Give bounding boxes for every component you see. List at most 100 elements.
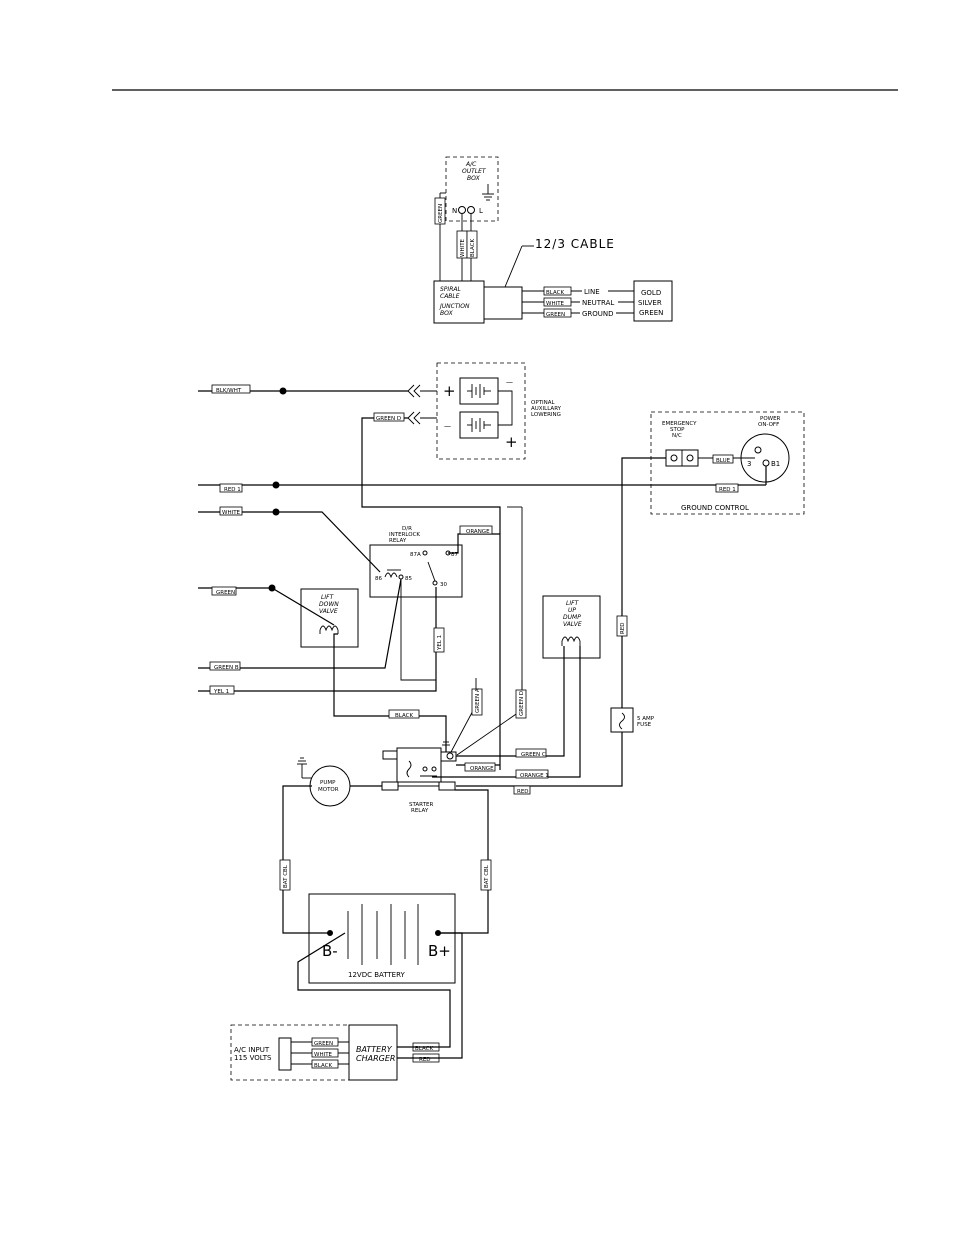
wire-tag-red-vertical: RED — [616, 615, 628, 637]
svg-text:D/R: D/R — [402, 526, 412, 532]
svg-text:ORANGE 1: ORANGE 1 — [520, 773, 549, 779]
wire-tag-red-starter: RED — [513, 785, 531, 795]
svg-text:GREEN A: GREEN A — [475, 688, 481, 713]
svg-text:LIFT: LIFT — [321, 594, 335, 601]
wire-tag-white: WHITE — [219, 506, 243, 516]
svg-text:WHITE: WHITE — [460, 238, 466, 257]
function-neutral: NEUTRAL — [582, 299, 614, 307]
outlet-label-2: OUTLET — [462, 168, 487, 175]
svg-text:POWER: POWER — [760, 416, 781, 422]
svg-text:INTERLOCK: INTERLOCK — [389, 532, 420, 538]
aux-label-1: OPTINAL — [531, 400, 556, 406]
svg-text:RED: RED — [517, 789, 529, 795]
outlet-l: L — [479, 207, 483, 215]
svg-text:WHITE: WHITE — [546, 301, 565, 307]
svg-text:BLACK: BLACK — [314, 1063, 332, 1069]
wire-tag-yel1-left: YEL 1 — [209, 685, 235, 695]
svg-text:DUMP: DUMP — [563, 614, 581, 621]
svg-text:GREEN: GREEN — [639, 309, 663, 317]
wire-tag-white-junction: WHITE — [543, 297, 572, 307]
lift-down-valve: LIFT DOWN VALVE — [300, 588, 359, 648]
svg-text:RED 1: RED 1 — [719, 487, 736, 493]
svg-text:BAT CBL: BAT CBL — [283, 864, 289, 888]
svg-text:A/C INPUT: A/C INPUT — [234, 1046, 270, 1054]
svg-text:N/C: N/C — [672, 433, 682, 439]
wire-white — [198, 511, 381, 573]
color-legend-box: GOLD SILVER GREEN — [633, 280, 673, 322]
svg-text:BLACK: BLACK — [470, 239, 476, 257]
svg-text:YEL 1: YEL 1 — [437, 635, 443, 651]
outlet-label-3: BOX — [467, 175, 481, 182]
wire-tag-red1-left: RED 1 — [219, 483, 243, 493]
function-line: LINE — [584, 288, 600, 296]
fuse-5-amp: 5 AMP FUSE — [610, 707, 655, 733]
spiral-cable-junction-box: SPIRAL CABLE JUNCTION BOX — [433, 280, 523, 324]
wire-tag-black-junction: BLACK — [543, 286, 572, 296]
svg-text:RED: RED — [419, 1057, 431, 1063]
outlet-terminal-l — [467, 206, 475, 214]
svg-text:BATTERY: BATTERY — [356, 1045, 393, 1054]
wire-tag-yel1-vertical: YEL 1 — [433, 627, 445, 653]
svg-text:GREEN C: GREEN C — [521, 752, 546, 758]
svg-text:STOP: STOP — [670, 427, 685, 433]
svg-text:BAT CBL: BAT CBL — [484, 864, 490, 888]
ground-control-box: EMERGENCY STOP N/C POWER ON-OFF 3 B1 GRO… — [650, 411, 805, 515]
svg-text:RELAY: RELAY — [389, 538, 407, 544]
wire-tag-green-junction: GREEN — [543, 308, 572, 318]
svg-text:RELAY: RELAY — [411, 808, 429, 814]
cable-label: 12/3 CABLE — [535, 237, 615, 251]
wire-tag-orange-starter: ORANGE — [464, 762, 496, 772]
svg-text:WHITE: WHITE — [222, 510, 241, 516]
svg-text:GREEN B: GREEN B — [214, 665, 239, 671]
wire-tag-green-c: GREEN C — [515, 748, 547, 758]
svg-text:BLACK: BLACK — [546, 290, 564, 296]
svg-text:YEL 1: YEL 1 — [213, 689, 229, 695]
wire-tag-green-a: GREEN A — [471, 688, 483, 716]
svg-text:ON-OFF: ON-OFF — [758, 422, 779, 428]
svg-text:5 AMP: 5 AMP — [637, 716, 655, 722]
aux-battery-1 — [459, 377, 499, 405]
svg-text:B+: B+ — [428, 942, 451, 960]
svg-text:EMERGENCY: EMERGENCY — [662, 421, 697, 427]
svg-text:B-: B- — [322, 942, 338, 960]
svg-text:BLUE: BLUE — [716, 458, 731, 464]
svg-text:ORANGE: ORANGE — [466, 529, 490, 535]
wire-tag-black-outlet: BLACK — [466, 230, 478, 259]
wire-tag-green-d-vertical: GREEN D — [515, 689, 527, 719]
svg-text:VALVE: VALVE — [319, 608, 338, 615]
svg-text:MOTOR: MOTOR — [318, 787, 339, 793]
svg-text:JUNCTION: JUNCTION — [439, 303, 470, 310]
function-ground: GROUND — [582, 310, 614, 318]
svg-text:LIFT: LIFT — [566, 600, 580, 607]
wire-tag-green-d: GREEN D — [373, 412, 405, 422]
svg-text:85: 85 — [405, 576, 412, 582]
svg-text:—: — — [444, 422, 451, 430]
svg-text:DOWN: DOWN — [319, 601, 339, 608]
svg-text:SPIRAL: SPIRAL — [440, 286, 461, 293]
interlock-relay: D/R INTERLOCK RELAY 87A 87 86 85 30 — [369, 526, 463, 598]
lift-up-dump-valve: LIFT UP DUMP VALVE — [542, 595, 601, 659]
svg-text:+: + — [443, 382, 456, 400]
wire-red-estop-fuse — [621, 457, 666, 708]
aux-connector-chevrons — [407, 384, 437, 425]
svg-text:FUSE: FUSE — [637, 722, 652, 728]
wire-tag-red1-right: RED 1 — [715, 483, 739, 493]
svg-text:BLK/WHT: BLK/WHT — [216, 388, 242, 394]
wire-tag-green: GREEN — [211, 586, 237, 596]
wire-tag-green-b: GREEN B — [209, 661, 241, 671]
outlet-n: N — [452, 207, 457, 215]
svg-text:ORANGE: ORANGE — [470, 766, 494, 772]
pump-motor: PUMP MOTOR — [297, 757, 351, 807]
svg-text:BLACK: BLACK — [415, 1046, 433, 1052]
wire-tag-bat-cbl-left: BAT CBL — [279, 859, 291, 891]
aux-label-2: AUXILLARY — [531, 406, 562, 412]
aux-battery-2 — [459, 411, 499, 439]
svg-text:86: 86 — [375, 576, 382, 582]
svg-text:—: — — [506, 378, 513, 386]
svg-text:115 VOLTS: 115 VOLTS — [234, 1054, 272, 1062]
svg-text:GREEN: GREEN — [314, 1041, 333, 1047]
svg-text:30: 30 — [440, 582, 447, 588]
svg-text:RED 1: RED 1 — [224, 487, 241, 493]
svg-text:VALVE: VALVE — [563, 621, 582, 628]
svg-text:CABLE: CABLE — [440, 293, 460, 300]
